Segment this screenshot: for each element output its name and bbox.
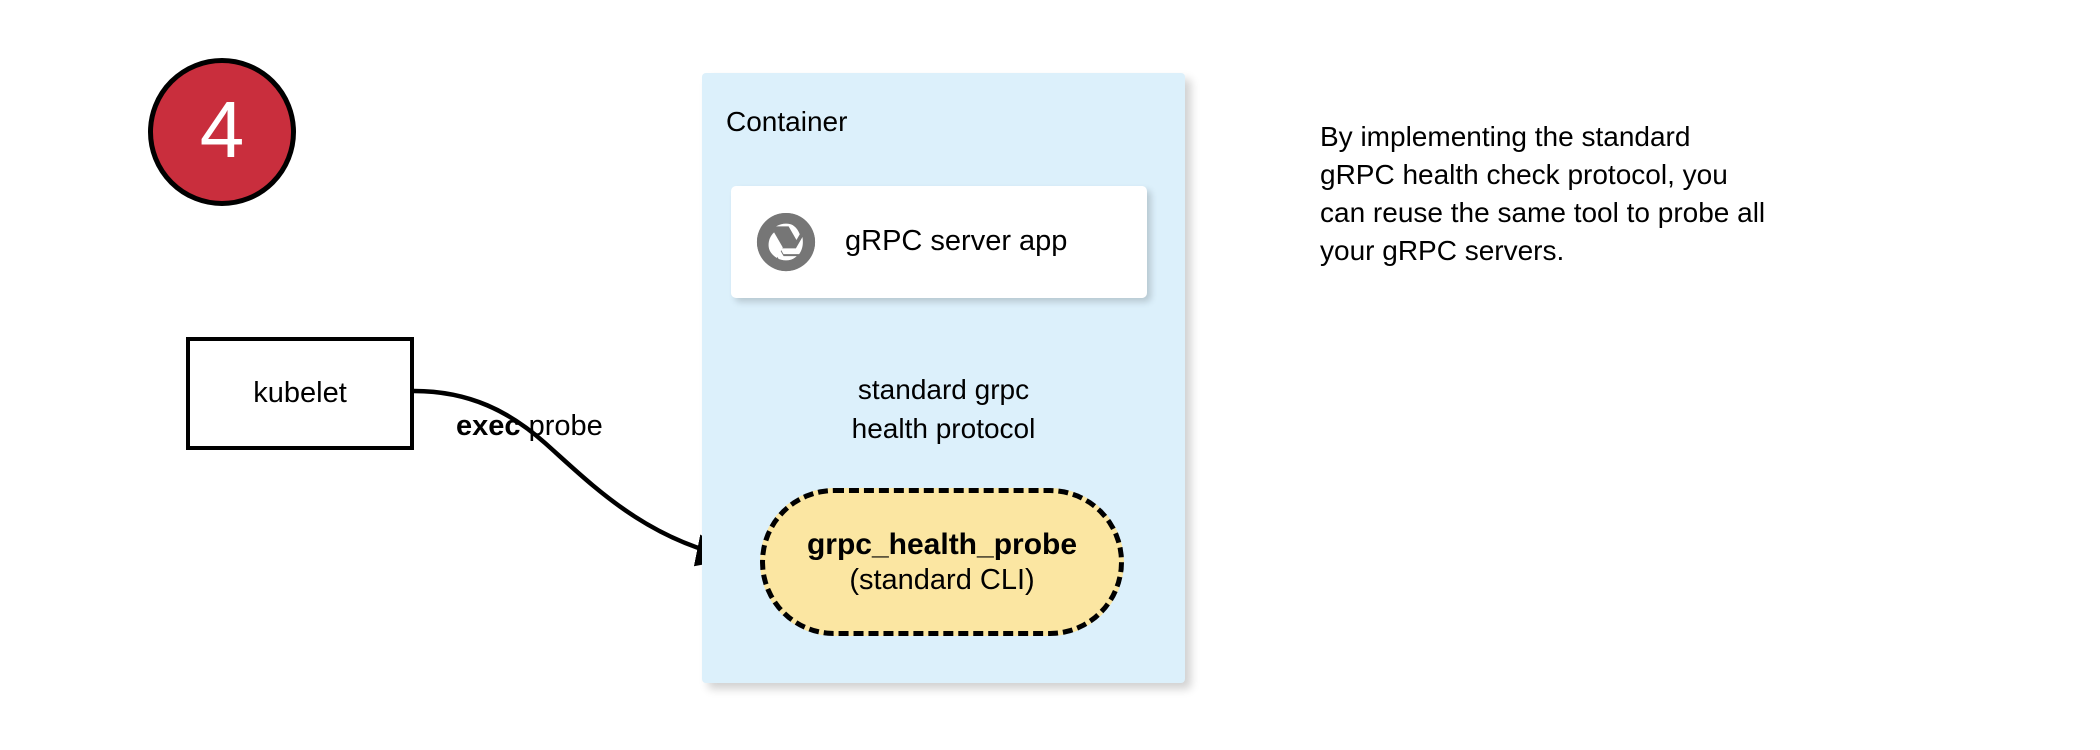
grpc-server-app-card: gRPC server app — [731, 186, 1147, 298]
protocol-edge-label-line2: health protocol — [851, 413, 1036, 444]
protocol-edge-label: standard grpc health protocol — [702, 370, 1185, 448]
exec-probe-arrow — [413, 388, 737, 567]
exec-probe-suffix: probe — [520, 410, 603, 442]
protocol-edge-label-line1: standard grpc — [857, 374, 1030, 405]
description-text: By implementing the standard gRPC health… — [1320, 118, 1940, 270]
aperture-icon — [756, 212, 816, 272]
grpc-server-app-label: gRPC server app — [845, 225, 1068, 258]
description-line-3: can reuse the same tool to probe all — [1320, 197, 1766, 228]
description-line-2: gRPC health check protocol, you — [1320, 159, 1728, 190]
kubelet-node: kubelet — [186, 337, 414, 450]
container-title: Container — [726, 106, 848, 137]
description-line-4: your gRPC servers. — [1320, 235, 1565, 266]
grpc-health-probe-title: grpc_health_probe — [806, 528, 1078, 562]
step-number-badge: 4 — [148, 58, 296, 206]
step-number-label: 4 — [199, 85, 245, 174]
exec-probe-keyword: exec — [456, 410, 521, 442]
grpc-health-probe-node: grpc_health_probe (standard CLI) — [760, 488, 1124, 636]
grpc-health-probe-subtitle: (standard CLI) — [849, 563, 1035, 596]
exec-probe-edge-label: exec probe — [456, 410, 603, 443]
kubelet-label: kubelet — [253, 376, 347, 409]
description-line-1: By implementing the standard — [1320, 121, 1691, 152]
